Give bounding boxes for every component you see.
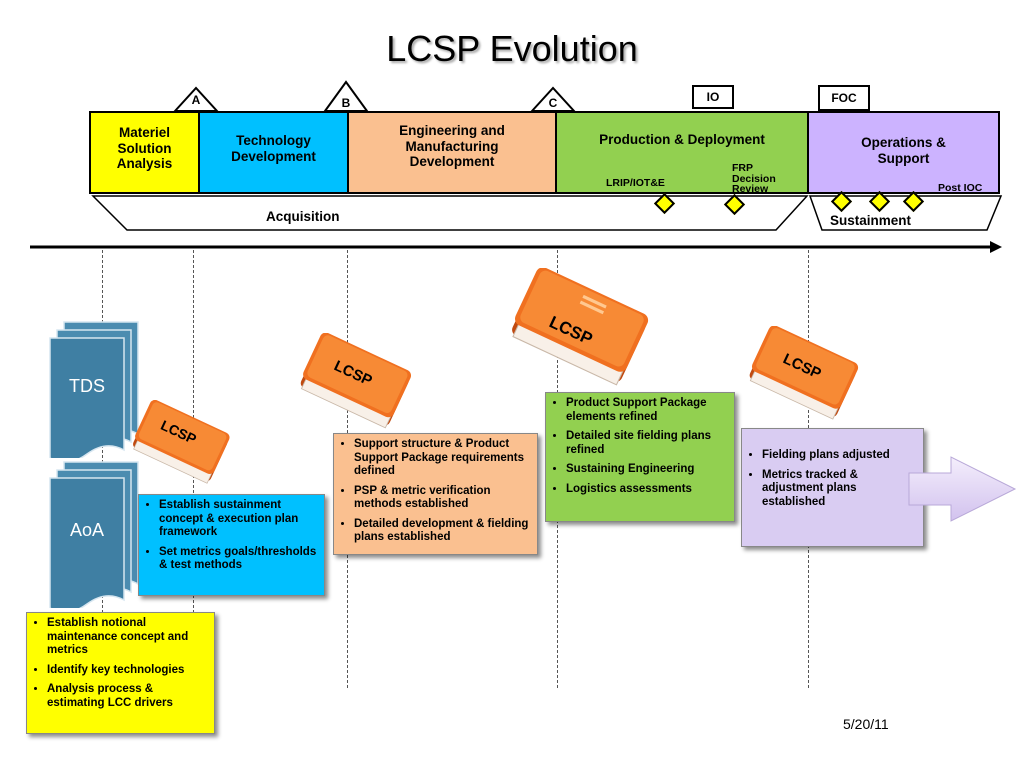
phase-materiel-solution-analysis: Materiel Solution Analysis xyxy=(89,111,200,194)
td-note: Establish sustainment concept & executio… xyxy=(138,494,325,596)
note-item: Product Support Package elements refined xyxy=(566,397,728,424)
note-item: Establish sustainment concept & executio… xyxy=(159,499,318,540)
lifecycle-bands xyxy=(91,195,1003,231)
lcsp-book-icon-4 xyxy=(749,326,859,420)
note-item: Identify key technologies xyxy=(47,664,208,678)
acquisition-label: Acquisition xyxy=(266,209,340,224)
timeline-arrow xyxy=(30,241,1002,253)
msa-note: Establish notional maintenance concept a… xyxy=(26,612,215,734)
pd-note: Product Support Package elements refined… xyxy=(545,392,735,522)
page-title: LCSP Evolution xyxy=(386,28,638,69)
lcsp-book-icon-3 xyxy=(512,268,649,386)
note-item: Logistics assessments xyxy=(566,483,728,497)
phase-operations-support: Operations & Support xyxy=(807,111,1000,194)
milestone-io: IO xyxy=(692,85,734,109)
note-item: Support structure & Product Support Pack… xyxy=(354,438,531,479)
continuation-arrow-icon xyxy=(908,456,1017,522)
note-item: Detailed development & fielding plans es… xyxy=(354,518,531,545)
lcsp-book-icon-2 xyxy=(300,333,412,429)
os-note: Fielding plans adjusted Metrics tracked … xyxy=(741,428,924,547)
note-item: Metrics tracked & adjustment plans estab… xyxy=(762,469,917,510)
tds-label: TDS xyxy=(69,376,105,396)
slide-date: 5/20/11 xyxy=(843,716,889,732)
emd-note: Support structure & Product Support Pack… xyxy=(333,433,538,555)
note-item: Sustaining Engineering xyxy=(566,463,728,477)
milestone-a: A xyxy=(191,93,201,107)
note-item: PSP & metric verification methods establ… xyxy=(354,485,531,512)
milestone-c: C xyxy=(548,96,558,110)
aoa-document-icon xyxy=(49,461,139,608)
tds-document-icon xyxy=(49,321,139,458)
frp-review-label: FRP Decision Review xyxy=(732,162,776,195)
note-item: Set metrics goals/thresholds & test meth… xyxy=(159,546,318,573)
note-item: Analysis process & estimating LCC driver… xyxy=(47,683,208,710)
milestone-markers xyxy=(172,80,577,112)
phase-technology-development: Technology Development xyxy=(198,111,349,194)
phase-engineering-manufacturing-development: Engineering and Manufacturing Developmen… xyxy=(347,111,557,194)
milestone-foc: FOC xyxy=(818,85,870,111)
lcsp-book-icon-1 xyxy=(133,400,230,484)
note-item: Detailed site fielding plans refined xyxy=(566,430,728,457)
note-item: Fielding plans adjusted xyxy=(762,449,917,463)
lrip-review-label: LRIP/IOT&E xyxy=(606,177,665,189)
note-item: Establish notional maintenance concept a… xyxy=(47,617,208,658)
sustainment-label: Sustainment xyxy=(830,213,912,228)
milestone-b: B xyxy=(341,96,351,110)
aoa-label: AoA xyxy=(69,520,105,540)
